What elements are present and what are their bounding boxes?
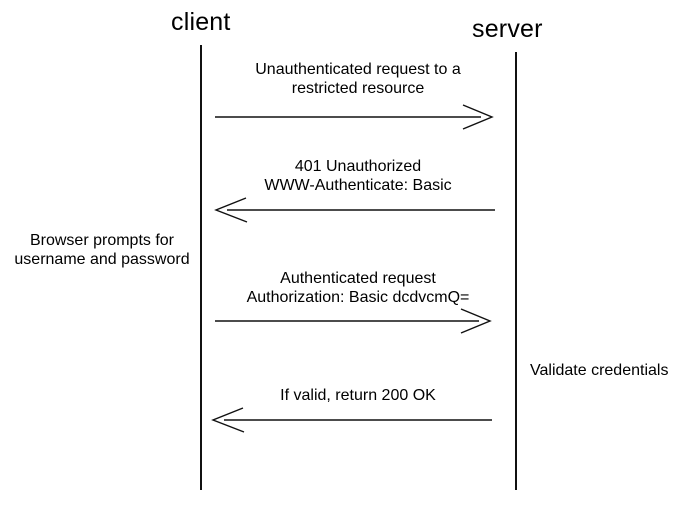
note-line: Browser prompts for (29, 232, 175, 249)
message-label-200-ok: If valid, return 200 OK (208, 386, 508, 405)
actor-client-label: client (171, 8, 231, 36)
actor-server-label: server (472, 15, 543, 43)
message-line: Authorization: Basic dcdvcmQ= (246, 289, 470, 306)
message-label-unauthenticated-request: Unauthenticated request to a restricted … (208, 60, 508, 98)
server-lifeline (515, 52, 517, 490)
note-line: Validate credentials (530, 362, 669, 379)
message-line: Unauthenticated request to a (255, 61, 461, 78)
message-line: restricted resource (291, 80, 425, 97)
message-line: 401 Unauthorized (294, 158, 422, 175)
arrow-right-unauthenticated-request (215, 104, 494, 130)
arrow-right-authenticated-request (215, 308, 492, 334)
arrow-left-401-unauthorized (214, 197, 495, 223)
client-lifeline (200, 45, 202, 490)
note-line: username and password (14, 251, 190, 268)
note-browser-prompts: Browser prompts for username and passwor… (2, 231, 202, 269)
message-line: WWW-Authenticate: Basic (264, 177, 452, 194)
note-validate-credentials: Validate credentials (530, 361, 668, 380)
message-label-authenticated-request: Authenticated request Authorization: Bas… (208, 269, 508, 307)
message-line: Authenticated request (280, 270, 436, 287)
message-label-401-unauthorized: 401 Unauthorized WWW-Authenticate: Basic (208, 157, 508, 195)
arrow-left-200-ok (211, 407, 492, 433)
message-line: If valid, return 200 OK (280, 387, 436, 404)
